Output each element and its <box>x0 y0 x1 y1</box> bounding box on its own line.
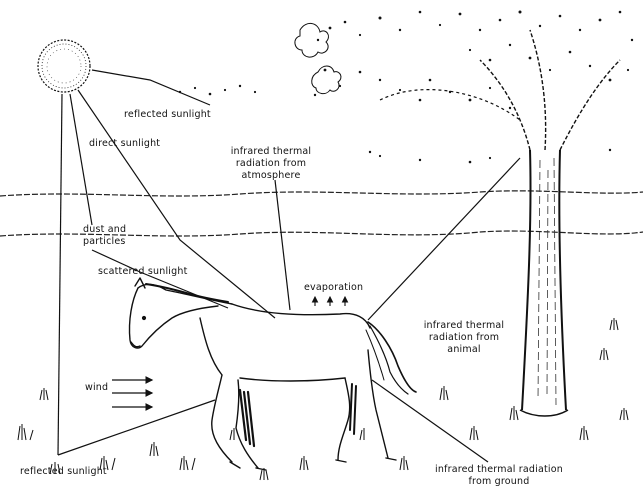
label-scattered-sunlight: scattered sunlight <box>98 266 188 277</box>
label-direct-sunlight: direct sunlight <box>89 138 160 149</box>
evaporation-arrows <box>315 297 345 306</box>
label-evaporation: evaporation <box>304 282 363 293</box>
label-infrared-atmosphere-line3: atmosphere <box>226 170 316 181</box>
tree-trunk <box>480 30 620 416</box>
label-infrared-ground-line2: from ground <box>424 476 574 487</box>
label-infrared-atmosphere-line1: infrared thermal <box>226 146 316 157</box>
label-infrared-animal-line2: radiation from <box>416 332 512 343</box>
tree-canopy-arc <box>380 90 520 120</box>
label-dust-line1: dust and <box>83 224 126 235</box>
label-reflected-sunlight-top: reflected sunlight <box>124 109 211 120</box>
label-infrared-atmosphere-line2: radiation from <box>226 158 316 169</box>
sun-icon <box>38 40 90 92</box>
tree-canopy <box>179 11 633 164</box>
label-infrared-animal-line1: infrared thermal <box>416 320 512 331</box>
label-infrared-ground-line1: infrared thermal radiation <box>424 464 574 475</box>
tree-leaf-cluster-left <box>295 23 329 57</box>
label-reflected-sunlight-bottom: reflected sunlight <box>20 466 107 477</box>
label-wind: wind <box>85 382 108 393</box>
grass-tufts <box>18 318 628 480</box>
atmosphere-line-upper <box>0 191 643 196</box>
label-dust-line2: particles <box>83 236 126 247</box>
wind-arrows <box>112 380 152 407</box>
horse-illustration <box>129 278 416 470</box>
label-infrared-animal-line3: animal <box>416 344 512 355</box>
